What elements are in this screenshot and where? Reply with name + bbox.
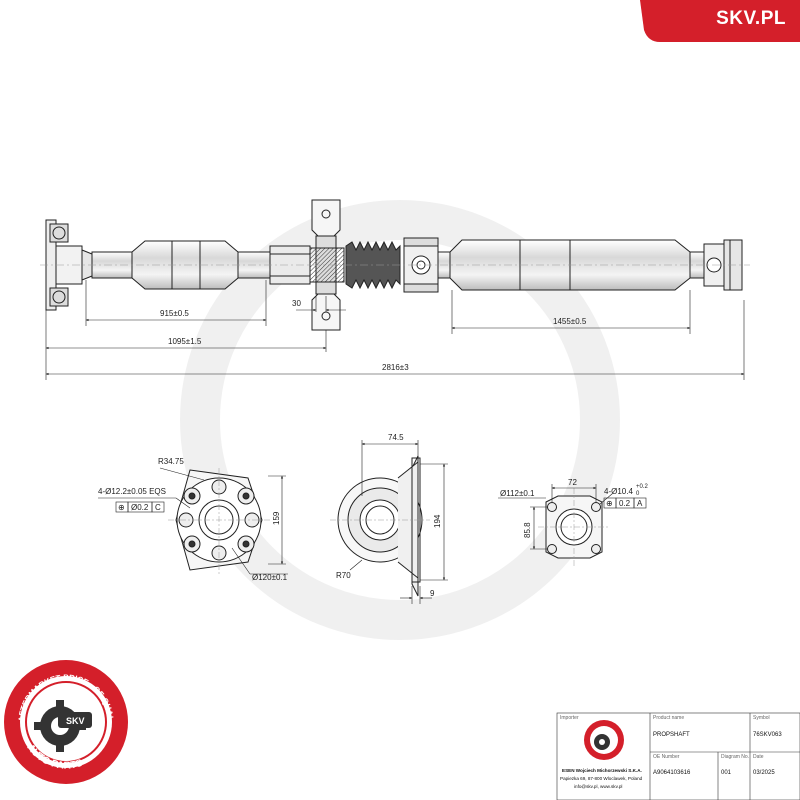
flange-tolerance-symbol: ⊕ bbox=[118, 503, 125, 512]
tb-oe-label: OE Number bbox=[653, 754, 680, 760]
bearing-height-label: 194 bbox=[433, 514, 442, 528]
badge-ring-text: AFTERMARKET PRICE · OF QUALITY bbox=[0, 0, 115, 722]
yoke-height-label: 85.8 bbox=[523, 522, 532, 538]
brand-corner bbox=[640, 0, 800, 42]
brand-name: SKV.PL bbox=[716, 8, 786, 29]
yoke-holes-label: 4-Ø10.4 bbox=[604, 487, 633, 496]
quality-badge: AFTERMARKET PRICE · OF QUALITY SKV AUTO … bbox=[0, 0, 128, 784]
tb-oe-value: A9064103616 bbox=[653, 770, 691, 776]
bearing-dimensions bbox=[349, 440, 448, 604]
flange-tolerance-value: Ø0.2 bbox=[131, 503, 149, 512]
flange-holes-label: 4-Ø12.2±0.05 EQS bbox=[98, 487, 166, 496]
title-block bbox=[556, 712, 800, 800]
tb-importer-contact: info@skv.pl, www.skv.pl bbox=[574, 784, 622, 789]
tb-importer-label: Importer bbox=[560, 715, 579, 721]
flange-radius-label: R34.75 bbox=[158, 457, 184, 466]
tb-date-value: 03/2025 bbox=[753, 770, 775, 776]
dim-2816: 2816±3 bbox=[382, 363, 409, 372]
flange-height-label: 159 bbox=[272, 511, 281, 525]
badge-center-text: SKV bbox=[66, 716, 85, 726]
tb-symbol-value: 76SKV063 bbox=[753, 732, 782, 738]
yoke-dimensions bbox=[498, 484, 647, 550]
flange-pcd-label: Ø120±0.1 bbox=[252, 573, 288, 582]
propshaft-assembly bbox=[40, 199, 750, 331]
dim-30: 30 bbox=[292, 299, 301, 308]
title-block-logo bbox=[584, 720, 624, 760]
yoke-holes-tolerance: +0.2 bbox=[636, 484, 649, 490]
tb-importer-address: Papiezka 69, 87-800 Wloclawek, Poland bbox=[560, 776, 643, 781]
tb-date-label: Date bbox=[753, 754, 764, 760]
dim-915: 915±0.5 bbox=[160, 309, 189, 318]
flange-front-view bbox=[168, 468, 270, 574]
bearing-width-label: 74.5 bbox=[388, 433, 404, 442]
bearing-radius-label: R70 bbox=[336, 571, 351, 580]
tb-product-label: Product name bbox=[653, 715, 684, 721]
flange-dimensions bbox=[98, 467, 288, 575]
yoke-width-label: 72 bbox=[568, 478, 577, 487]
tb-importer-name: ESEN Wojciech Michorzewski S.K.A. bbox=[562, 768, 642, 773]
yoke-tolerance-ref: A bbox=[637, 499, 643, 508]
tb-product-value: PROPSHAFT bbox=[653, 732, 690, 738]
yoke-holes-tolerance-low: 0 bbox=[636, 491, 640, 497]
shaft-dimensions bbox=[45, 280, 745, 380]
flange-tolerance-ref: C bbox=[155, 503, 161, 512]
rubber-boot bbox=[345, 240, 401, 290]
yoke-tolerance-symbol: ⊕ bbox=[606, 499, 613, 508]
yoke-end-view bbox=[538, 488, 610, 566]
centre-bearing-view bbox=[330, 455, 430, 597]
bearing-foot-label: 9 bbox=[430, 589, 435, 598]
tb-symbol-label: Symbol bbox=[753, 715, 770, 721]
dim-1455: 1455±0.5 bbox=[553, 317, 587, 326]
dim-1095: 1095±1.5 bbox=[168, 337, 202, 346]
watermark-gear bbox=[180, 200, 620, 640]
tb-diagram-label: Diagram No. bbox=[721, 754, 749, 760]
yoke-diameter-label: Ø112±0.1 bbox=[500, 489, 535, 498]
yoke-tolerance-value: 0.2 bbox=[619, 499, 631, 508]
tb-diagram-value: 001 bbox=[721, 770, 732, 776]
